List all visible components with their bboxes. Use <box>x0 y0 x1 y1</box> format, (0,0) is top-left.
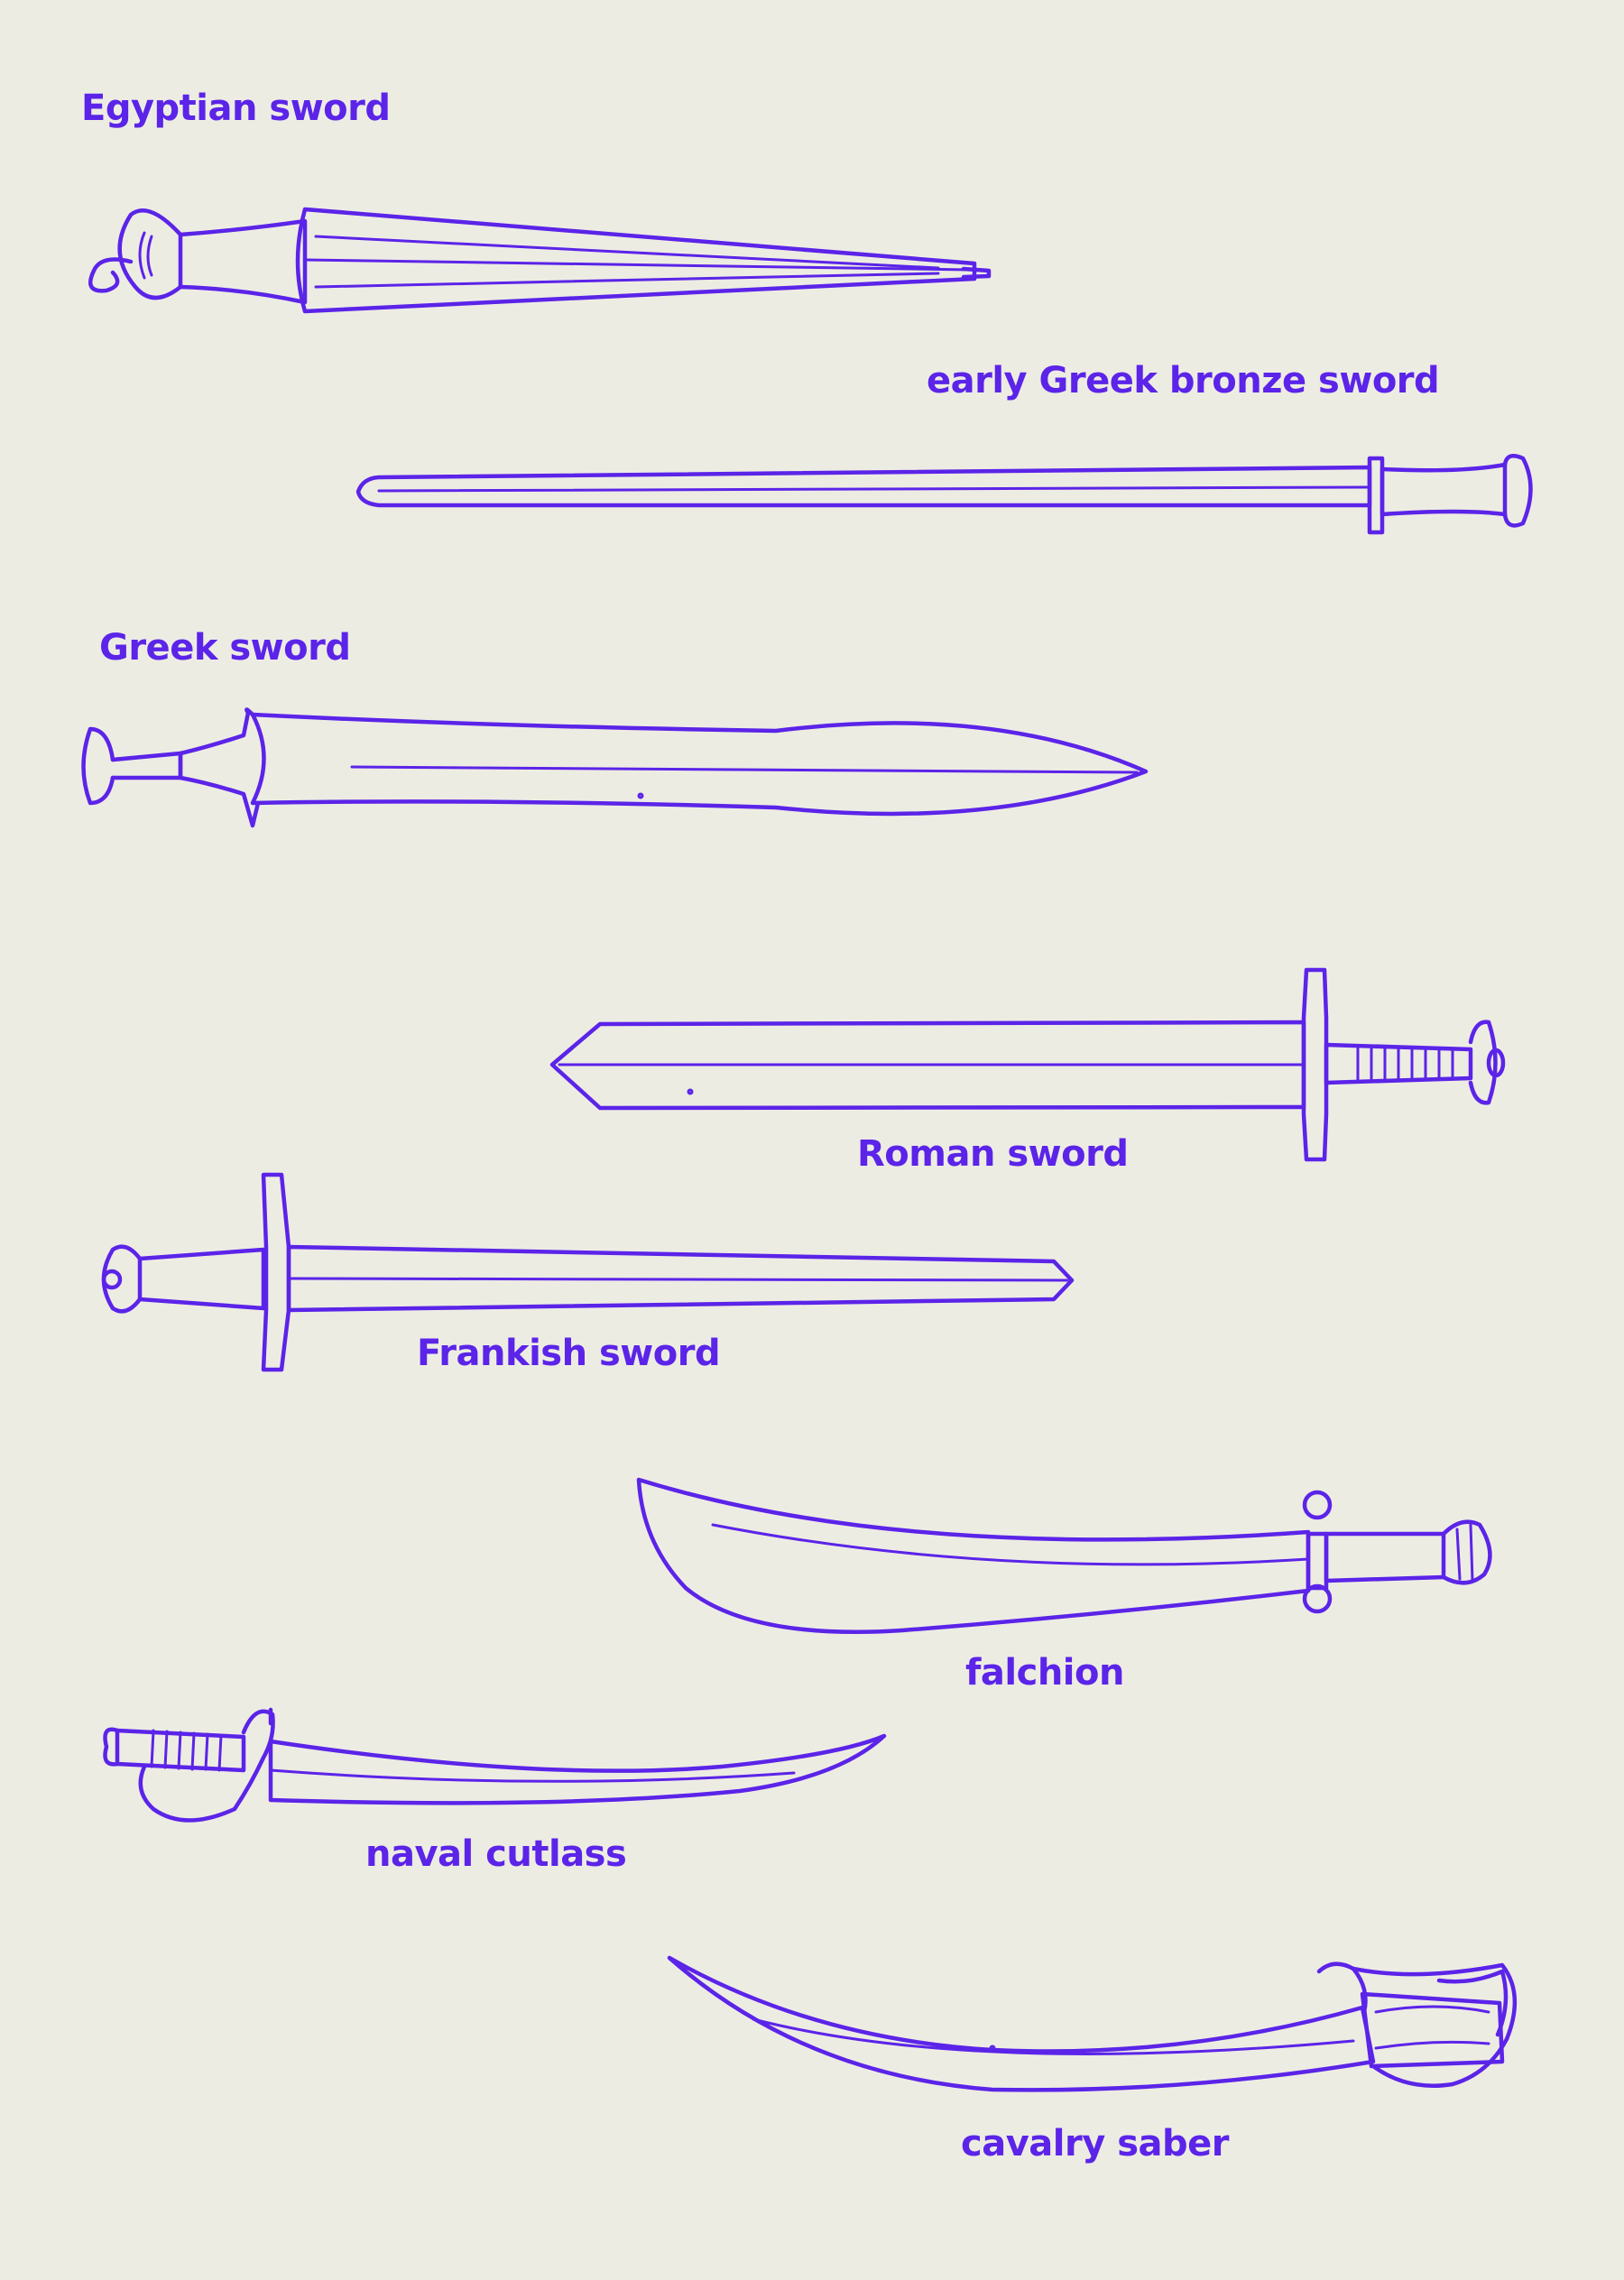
early-greek-sword-drawing <box>355 453 1533 535</box>
egyptian-sword-drawing <box>88 207 992 314</box>
cavalry-saber-drawing <box>667 1955 1518 2092</box>
label-egyptian-sword: Egyptian sword <box>81 88 391 129</box>
label-early-greek-bronze-sword: early Greek bronze sword <box>927 360 1440 402</box>
label-frankish-sword: Frankish sword <box>417 1333 721 1374</box>
greek-sword-drawing <box>81 707 1149 828</box>
label-falchion: falchion <box>965 1652 1124 1694</box>
label-naval-cutlass: naval cutlass <box>365 1833 627 1875</box>
falchion-drawing <box>636 1477 1492 1634</box>
label-greek-sword: Greek sword <box>99 627 351 669</box>
label-cavalry-saber: cavalry saber <box>961 2123 1230 2165</box>
frankish-sword-drawing <box>101 1172 1075 1372</box>
naval-cutlass-drawing <box>103 1707 887 1823</box>
label-roman-sword: Roman sword <box>857 1133 1129 1175</box>
roman-sword-drawing <box>549 967 1506 1162</box>
